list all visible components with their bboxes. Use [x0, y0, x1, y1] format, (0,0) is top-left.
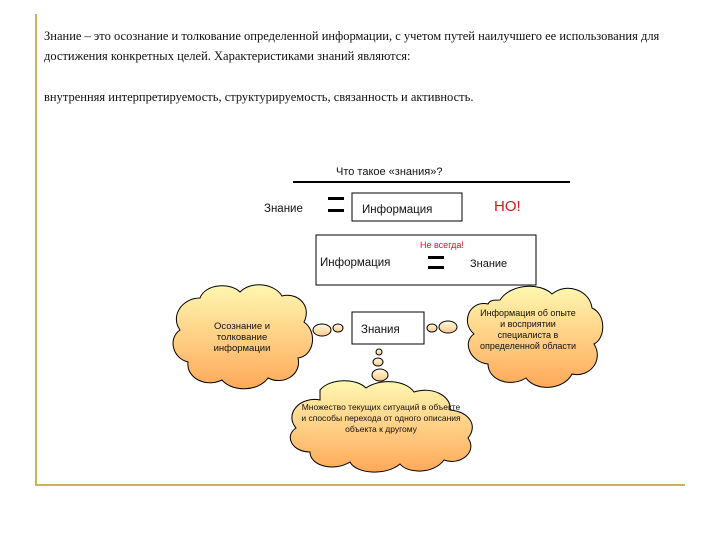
knowledge-box [351, 311, 425, 345]
question-label: Что такое «знания»? [336, 166, 443, 178]
but-label: НО! [494, 198, 521, 215]
row2-right-label: Знание [470, 258, 508, 270]
equals-icon [328, 197, 344, 212]
thought-bubble-right [426, 320, 458, 334]
characteristics-paragraph: внутренняя интерпретируемость, структури… [44, 90, 474, 104]
left-rule [35, 14, 37, 484]
thought-bubble-left [312, 323, 344, 337]
cloud-left-text: Осознание и толкование информации [213, 321, 271, 354]
cloud-left [172, 284, 313, 390]
not-always-label: Не всегда! [420, 240, 464, 250]
info-box-top [351, 192, 463, 222]
cloud-bottom-text: Множество текущих ситуаций в объекте и с… [301, 402, 461, 434]
cloud-right-text: Информация об опыте и восприятии специал… [479, 308, 577, 351]
row1-left-label: Знание [264, 203, 303, 215]
comparison-box [315, 234, 537, 286]
bottom-rule [35, 484, 685, 486]
row1-right-label: Информация [362, 204, 433, 216]
center-label: Знания [361, 324, 400, 336]
thought-bubble-bottom [371, 348, 389, 382]
row2-left-label: Информация [320, 257, 391, 269]
cloud-bottom [289, 380, 473, 473]
equals-icon [428, 256, 444, 269]
cloud-right [467, 285, 604, 388]
definition-paragraph: Знание – это осознание и толкование опре… [44, 29, 660, 63]
